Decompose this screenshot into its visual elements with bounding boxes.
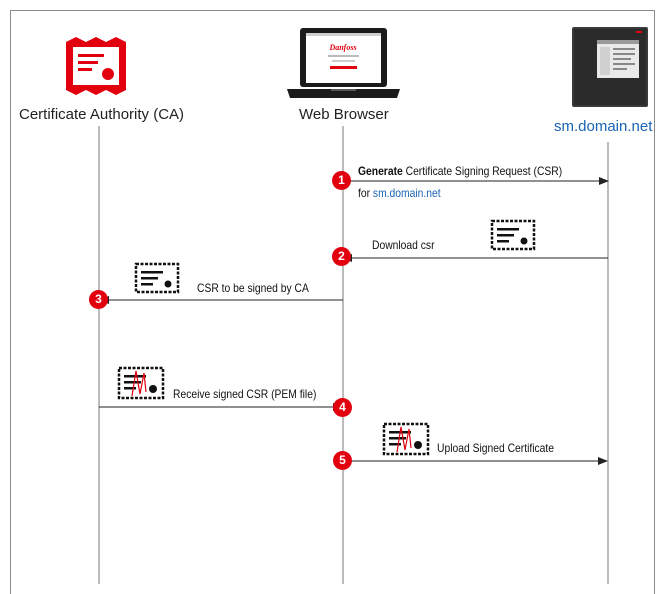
signed-document-icon [117, 366, 165, 400]
step-5-label: Upload Signed Certificate [437, 441, 555, 455]
actor-label-browser: Web Browser [299, 106, 389, 123]
signed-document-icon [382, 422, 430, 456]
step-3-label: CSR to be signed by CA [197, 281, 309, 295]
certificate-icon [66, 37, 126, 95]
document-icon [490, 219, 536, 251]
step-1-label: Generate Certificate Signing Request (CS… [358, 164, 563, 178]
step-1-label-line2: for sm.domain.net [358, 186, 441, 200]
step-4-label: Receive signed CSR (PEM file) [173, 387, 317, 401]
device-link[interactable]: sm.domain.net [372, 186, 441, 200]
step-badge-5: 5 [333, 451, 352, 470]
document-icon [134, 262, 180, 294]
diagram-frame [10, 10, 655, 594]
step-badge-1: 1 [332, 171, 351, 190]
actor-label-device[interactable]: sm.domain.net [554, 118, 653, 135]
actor-label-ca: Certificate Authority (CA) [19, 106, 185, 123]
laptop-icon [287, 28, 400, 98]
step-badge-4: 4 [333, 398, 352, 417]
step-2-label: Download csr [372, 238, 435, 252]
controller-device-icon [572, 27, 648, 107]
step-badge-3: 3 [89, 290, 108, 309]
laptop-brand-logo: Danfoss [328, 43, 356, 52]
step-badge-2: 2 [332, 247, 351, 266]
